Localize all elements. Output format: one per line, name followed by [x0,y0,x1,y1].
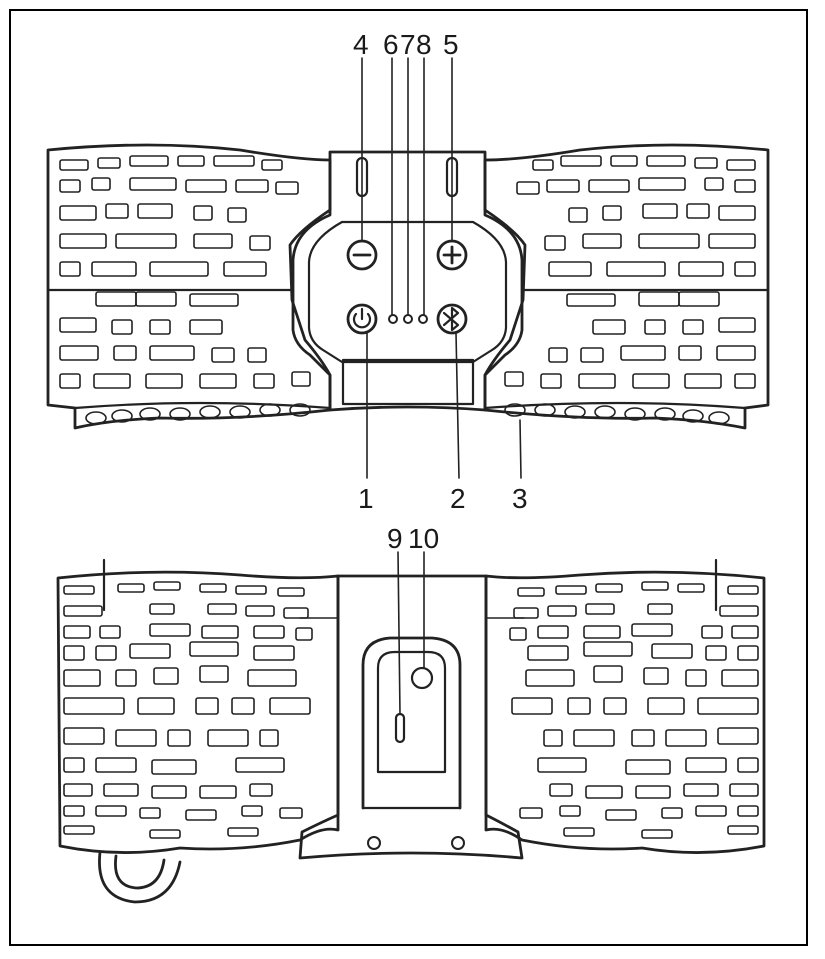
led-indicator-8 [418,314,428,324]
power-icon [352,307,372,329]
back-left-grille-body [56,570,340,854]
callout-volume-down: 4 [353,29,369,60]
right-grille-holes [504,155,756,425]
callout-led-8: 8 [416,29,432,60]
callout-led-7: 7 [400,29,416,60]
port-cover [376,650,447,774]
left-bottom-rail [73,401,332,410]
callout-volume-up: 5 [443,29,459,60]
power-button[interactable] [346,303,378,335]
back-right-grille-holes [509,581,759,839]
callout-charging-port: 9 [387,523,403,554]
charging-port[interactable] [394,712,406,744]
control-panel-housing [291,150,524,412]
screw-hole-left [367,836,381,850]
left-grille-holes [59,155,311,425]
port-recess [361,636,462,810]
top-leader-lines [361,57,522,479]
callout-bluetooth: 2 [450,483,466,514]
screw-hole-right [451,836,465,850]
callout-grille: 3 [512,483,528,514]
left-grille-body [46,143,332,430]
aux-input[interactable] [410,666,434,690]
panel-label-window [341,358,475,406]
callout-led-6: 6 [383,29,399,60]
strap-loop [98,850,182,904]
led-indicator-7 [403,314,413,324]
bottom-leader-lines [397,551,425,715]
volume-down-button[interactable] [346,239,378,271]
bluetooth-play-icon [442,306,460,332]
plus-icon [442,245,462,265]
callout-power: 1 [358,483,374,514]
figure-border [9,9,808,946]
speaker-front-view [46,143,770,430]
back-center-spine [298,574,524,860]
led-indicator-6 [388,314,398,324]
back-left-grille-holes [63,581,313,839]
right-bottom-rail [483,401,747,410]
bluetooth-button[interactable] [436,303,468,335]
callout-aux-input: 10 [408,523,439,554]
back-right-grille-body [484,570,766,854]
right-grille-body [483,143,770,430]
volume-up-button[interactable] [436,239,468,271]
speaker-back-view [56,558,766,904]
